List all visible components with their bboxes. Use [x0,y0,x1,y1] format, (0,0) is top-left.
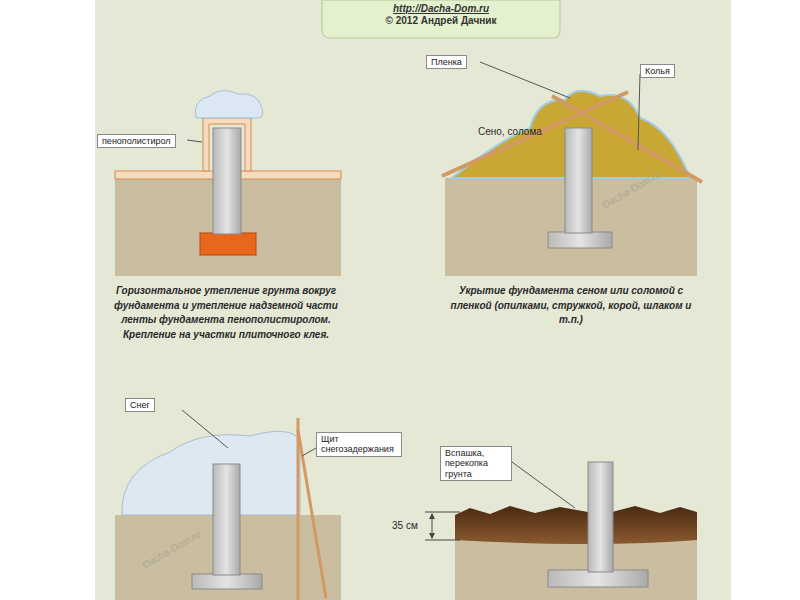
panel-hay [442,62,702,276]
foam-cover [203,118,251,171]
foundation [213,464,240,575]
callout-box: пенополистирол [97,134,176,148]
footing [548,570,648,587]
stake [552,96,702,182]
footing [192,574,262,589]
dug-soil [455,506,697,544]
leader-line [182,410,228,448]
footing [548,232,612,248]
dimension: 35 см [392,519,426,534]
copyright: © 2012 Андрей Дачник [328,15,554,27]
callout-text: пенополистирол [102,136,171,146]
callout-box: Колья [640,64,675,78]
callout-text: Снег [130,400,150,410]
snow [195,90,263,118]
leader-line [302,448,316,456]
dimension-arrows [429,513,435,539]
foundation [213,128,241,234]
leader-line [512,462,575,508]
leader-line [638,74,640,150]
callout-text: Щит снегозадержания [321,434,397,455]
site-url: http://Dacha-Dom.ru [328,3,554,15]
foundation [588,462,613,572]
callout-text: Пленка [431,57,462,67]
callout-box: Вспашка, перекопка грунта [440,446,512,481]
background-panel [95,0,731,600]
title-scroll [322,0,560,38]
foundation [565,128,592,233]
caption: Укрытие фундамента сеном или соломой с п… [440,284,702,328]
title-banner: http://Dacha-Dom.ru© 2012 Андрей Дачник [322,1,560,28]
material-label: Сено, солома [478,125,568,140]
footing [200,233,256,255]
stake [442,92,628,176]
panel-digging [425,462,697,600]
callout-box: Щит снегозадержания [316,432,402,457]
dimension-line [425,540,460,541]
leader-line [187,140,202,142]
callout-box: Пленка [426,55,467,69]
leader-line [480,62,570,98]
panel-insulation [115,90,341,276]
caption: Горизонтальное утепление грунта вокруг ф… [105,284,347,342]
panel-snow [115,410,341,600]
snow-drift [122,431,300,515]
dimension-line [425,512,460,513]
callout-text: Колья [645,66,670,76]
callout-text: Вспашка, перекопка грунта [445,448,507,479]
callout-box: Снег [125,398,155,412]
